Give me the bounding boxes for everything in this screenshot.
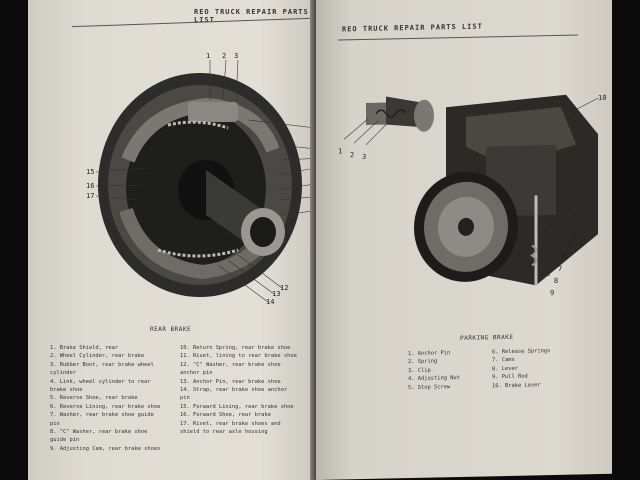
parking-brake-parts-col1: 1. Anchor Pin 2. Spring 3. Clip 4. Adjus… (408, 349, 460, 392)
list-item: 12. "C" Washer, rear brake shoe (180, 361, 281, 368)
parking-brake-illustration (343, 94, 599, 286)
callout-16: 16 (86, 182, 95, 190)
list-item: 1. Brake Shield, rear (50, 345, 119, 351)
callout-4: 4 (572, 230, 577, 239)
right-header-rule (338, 34, 578, 41)
list-item: 5. Reverse Shoe, rear brake (50, 395, 138, 402)
list-item: shield to rear axle housing (180, 429, 268, 436)
callout-8: 8 (554, 276, 559, 286)
list-item: 11. Rivet, lining to rear brake shoe (180, 353, 297, 360)
list-item: 3. Rubber Boot, rear brake wheel (50, 361, 154, 368)
right-page: REO TRUCK REPAIR PARTS LIST (316, 0, 612, 480)
list-item: 6. Release Springs (492, 348, 551, 356)
callout-2: 2 (222, 52, 227, 60)
callout-1: 1 (206, 52, 211, 60)
list-item: 10. Return Spring, rear brake shoe (180, 345, 291, 351)
callout-1: 1 (338, 147, 343, 156)
left-page: REO TRUCK REPAIR PARTS LIST (28, 0, 318, 480)
callout-3: 3 (362, 152, 367, 162)
callout-10: 10 (598, 93, 607, 103)
list-item: 2. Wheel Cylinder, rear brake (50, 353, 145, 360)
list-item: 8. "C" Washer, rear brake shoe (50, 429, 148, 436)
callout-12: 12 (280, 284, 289, 292)
callout-13: 13 (272, 290, 281, 298)
callout-17: 17 (86, 192, 95, 200)
list-item: pin (50, 420, 60, 427)
list-item: 16. Forward Shoe, rear brake (180, 412, 271, 419)
list-item: 13. Anchor Pin, rear brake shoe (180, 378, 281, 385)
list-item: pin (180, 395, 190, 402)
callout-2: 2 (350, 151, 355, 160)
list-item: brake shoe (50, 387, 83, 394)
parking-brake-parts-col2: 6. Release Springs 7. Cams 8. Lever 9. P… (492, 347, 550, 390)
callout-5: 5 (568, 240, 573, 249)
callout-6: 6 (562, 252, 567, 261)
list-item: 5. Stop Screw (408, 383, 451, 391)
list-item: anchor pin (180, 370, 213, 377)
rear-brake-illustration (95, 59, 318, 303)
list-item: 17. Rivet, rear brake shoes and (180, 420, 281, 427)
callout-15: 15 (86, 168, 95, 176)
rear-brake-parts-col1: 1. Brake Shield, rear 2. Wheel Cylinder,… (50, 344, 160, 453)
list-item: 15. Forward Lining, rear brake shoe (180, 403, 294, 410)
list-item: 14. Strap, rear brake shoe anchor (180, 387, 288, 394)
callout-3: 3 (234, 52, 239, 60)
left-page-header: REO TRUCK REPAIR PARTS LIST (194, 8, 309, 24)
list-item: 9. Adjusting Cam, rear brake shoes (50, 445, 161, 452)
callout-9: 9 (550, 289, 555, 298)
list-item: 10. Brake Lever (492, 381, 541, 389)
list-item: 4. Adjusting Nut (408, 375, 460, 383)
parking-brake-caption: PARKING BRAKE (460, 333, 514, 342)
right-page-header: REO TRUCK REPAIR PARTS LIST (342, 22, 483, 34)
rear-brake-caption: REAR BRAKE (150, 326, 192, 333)
callout-7: 7 (558, 264, 563, 273)
list-item: 6. Reverse Lining, rear brake shoe (50, 403, 161, 410)
rear-brake-parts-col2: 10. Return Spring, rear brake shoe 11. R… (180, 344, 297, 436)
list-item: guide pin (50, 437, 80, 444)
list-item: cylinder (50, 370, 76, 377)
list-item: 4. Link, wheel cylinder to rear (50, 378, 151, 385)
list-item: 7. Washer, rear brake shoe guide (50, 412, 154, 419)
callout-14: 14 (266, 298, 275, 306)
